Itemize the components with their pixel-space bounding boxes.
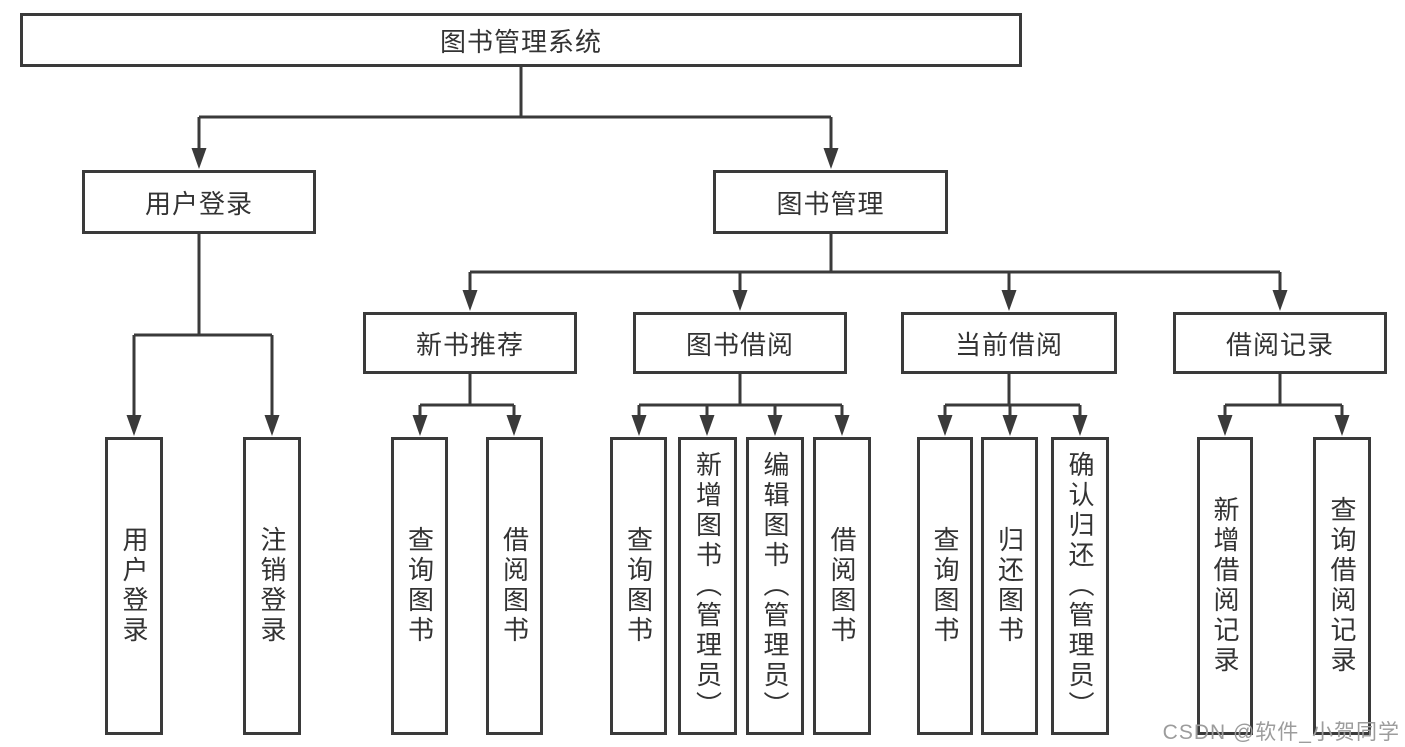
csdn-watermark: CSDN @软件_小贺同学 [1162, 721, 1400, 744]
leaf-confirm-return-admin: 确认归还（管理员） [1051, 437, 1109, 735]
node-book-management-label: 图书管理 [776, 188, 885, 219]
leaf-query-borrow-record: 查询借阅记录 [1313, 437, 1371, 735]
node-user-login-label: 用户登录 [144, 188, 253, 219]
leaf-logout: 注销登录 [243, 437, 301, 735]
node-book-borrow: 图书借阅 [633, 312, 847, 374]
leaf-current-query-books: 查询图书 [917, 437, 973, 735]
node-borrow-records: 借阅记录 [1173, 312, 1387, 374]
node-new-book-recommend-label: 新书推荐 [415, 329, 524, 360]
node-current-borrow: 当前借阅 [901, 312, 1117, 374]
node-user-login: 用户登录 [82, 170, 316, 234]
leaf-current-query-books-label: 查询图书 [930, 526, 960, 646]
leaf-add-books-admin-label: 新增图书（管理员） [692, 451, 723, 721]
leaf-return-books: 归还图书 [981, 437, 1038, 735]
node-root-label: 图书管理系统 [439, 26, 602, 57]
leaf-user-login: 用户登录 [105, 437, 163, 735]
leaf-recommend-query-books: 查询图书 [391, 437, 448, 735]
leaf-recommend-borrow-books-label: 借阅图书 [499, 526, 530, 646]
node-root: 图书管理系统 [20, 13, 1022, 67]
leaf-recommend-borrow-books: 借阅图书 [486, 437, 543, 735]
leaf-borrow-books: 借阅图书 [813, 437, 871, 735]
leaf-edit-books-admin-label: 编辑图书（管理员） [760, 451, 790, 721]
leaf-borrow-books-label: 借阅图书 [827, 526, 857, 646]
leaf-add-borrow-record-label: 新增借阅记录 [1210, 496, 1240, 676]
leaf-recommend-query-books-label: 查询图书 [404, 526, 435, 646]
node-new-book-recommend: 新书推荐 [363, 312, 577, 374]
leaf-confirm-return-admin-label: 确认归还（管理员） [1065, 451, 1095, 721]
leaf-add-books-admin: 新增图书（管理员） [678, 437, 737, 735]
node-book-management: 图书管理 [713, 170, 948, 234]
node-book-borrow-label: 图书借阅 [685, 329, 794, 360]
leaf-query-borrow-record-label: 查询借阅记录 [1327, 496, 1357, 676]
node-current-borrow-label: 当前借阅 [954, 329, 1063, 360]
leaf-return-books-label: 归还图书 [994, 526, 1025, 646]
leaf-edit-books-admin: 编辑图书（管理员） [746, 437, 804, 735]
arrowheads [126, 148, 1350, 436]
leaf-logout-label: 注销登录 [257, 526, 287, 646]
leaf-add-borrow-record: 新增借阅记录 [1197, 437, 1253, 735]
leaf-borrow-query-books-label: 查询图书 [623, 526, 654, 646]
leaf-borrow-query-books: 查询图书 [610, 437, 667, 735]
node-borrow-records-label: 借阅记录 [1225, 329, 1334, 360]
leaf-user-login-label: 用户登录 [119, 526, 149, 646]
